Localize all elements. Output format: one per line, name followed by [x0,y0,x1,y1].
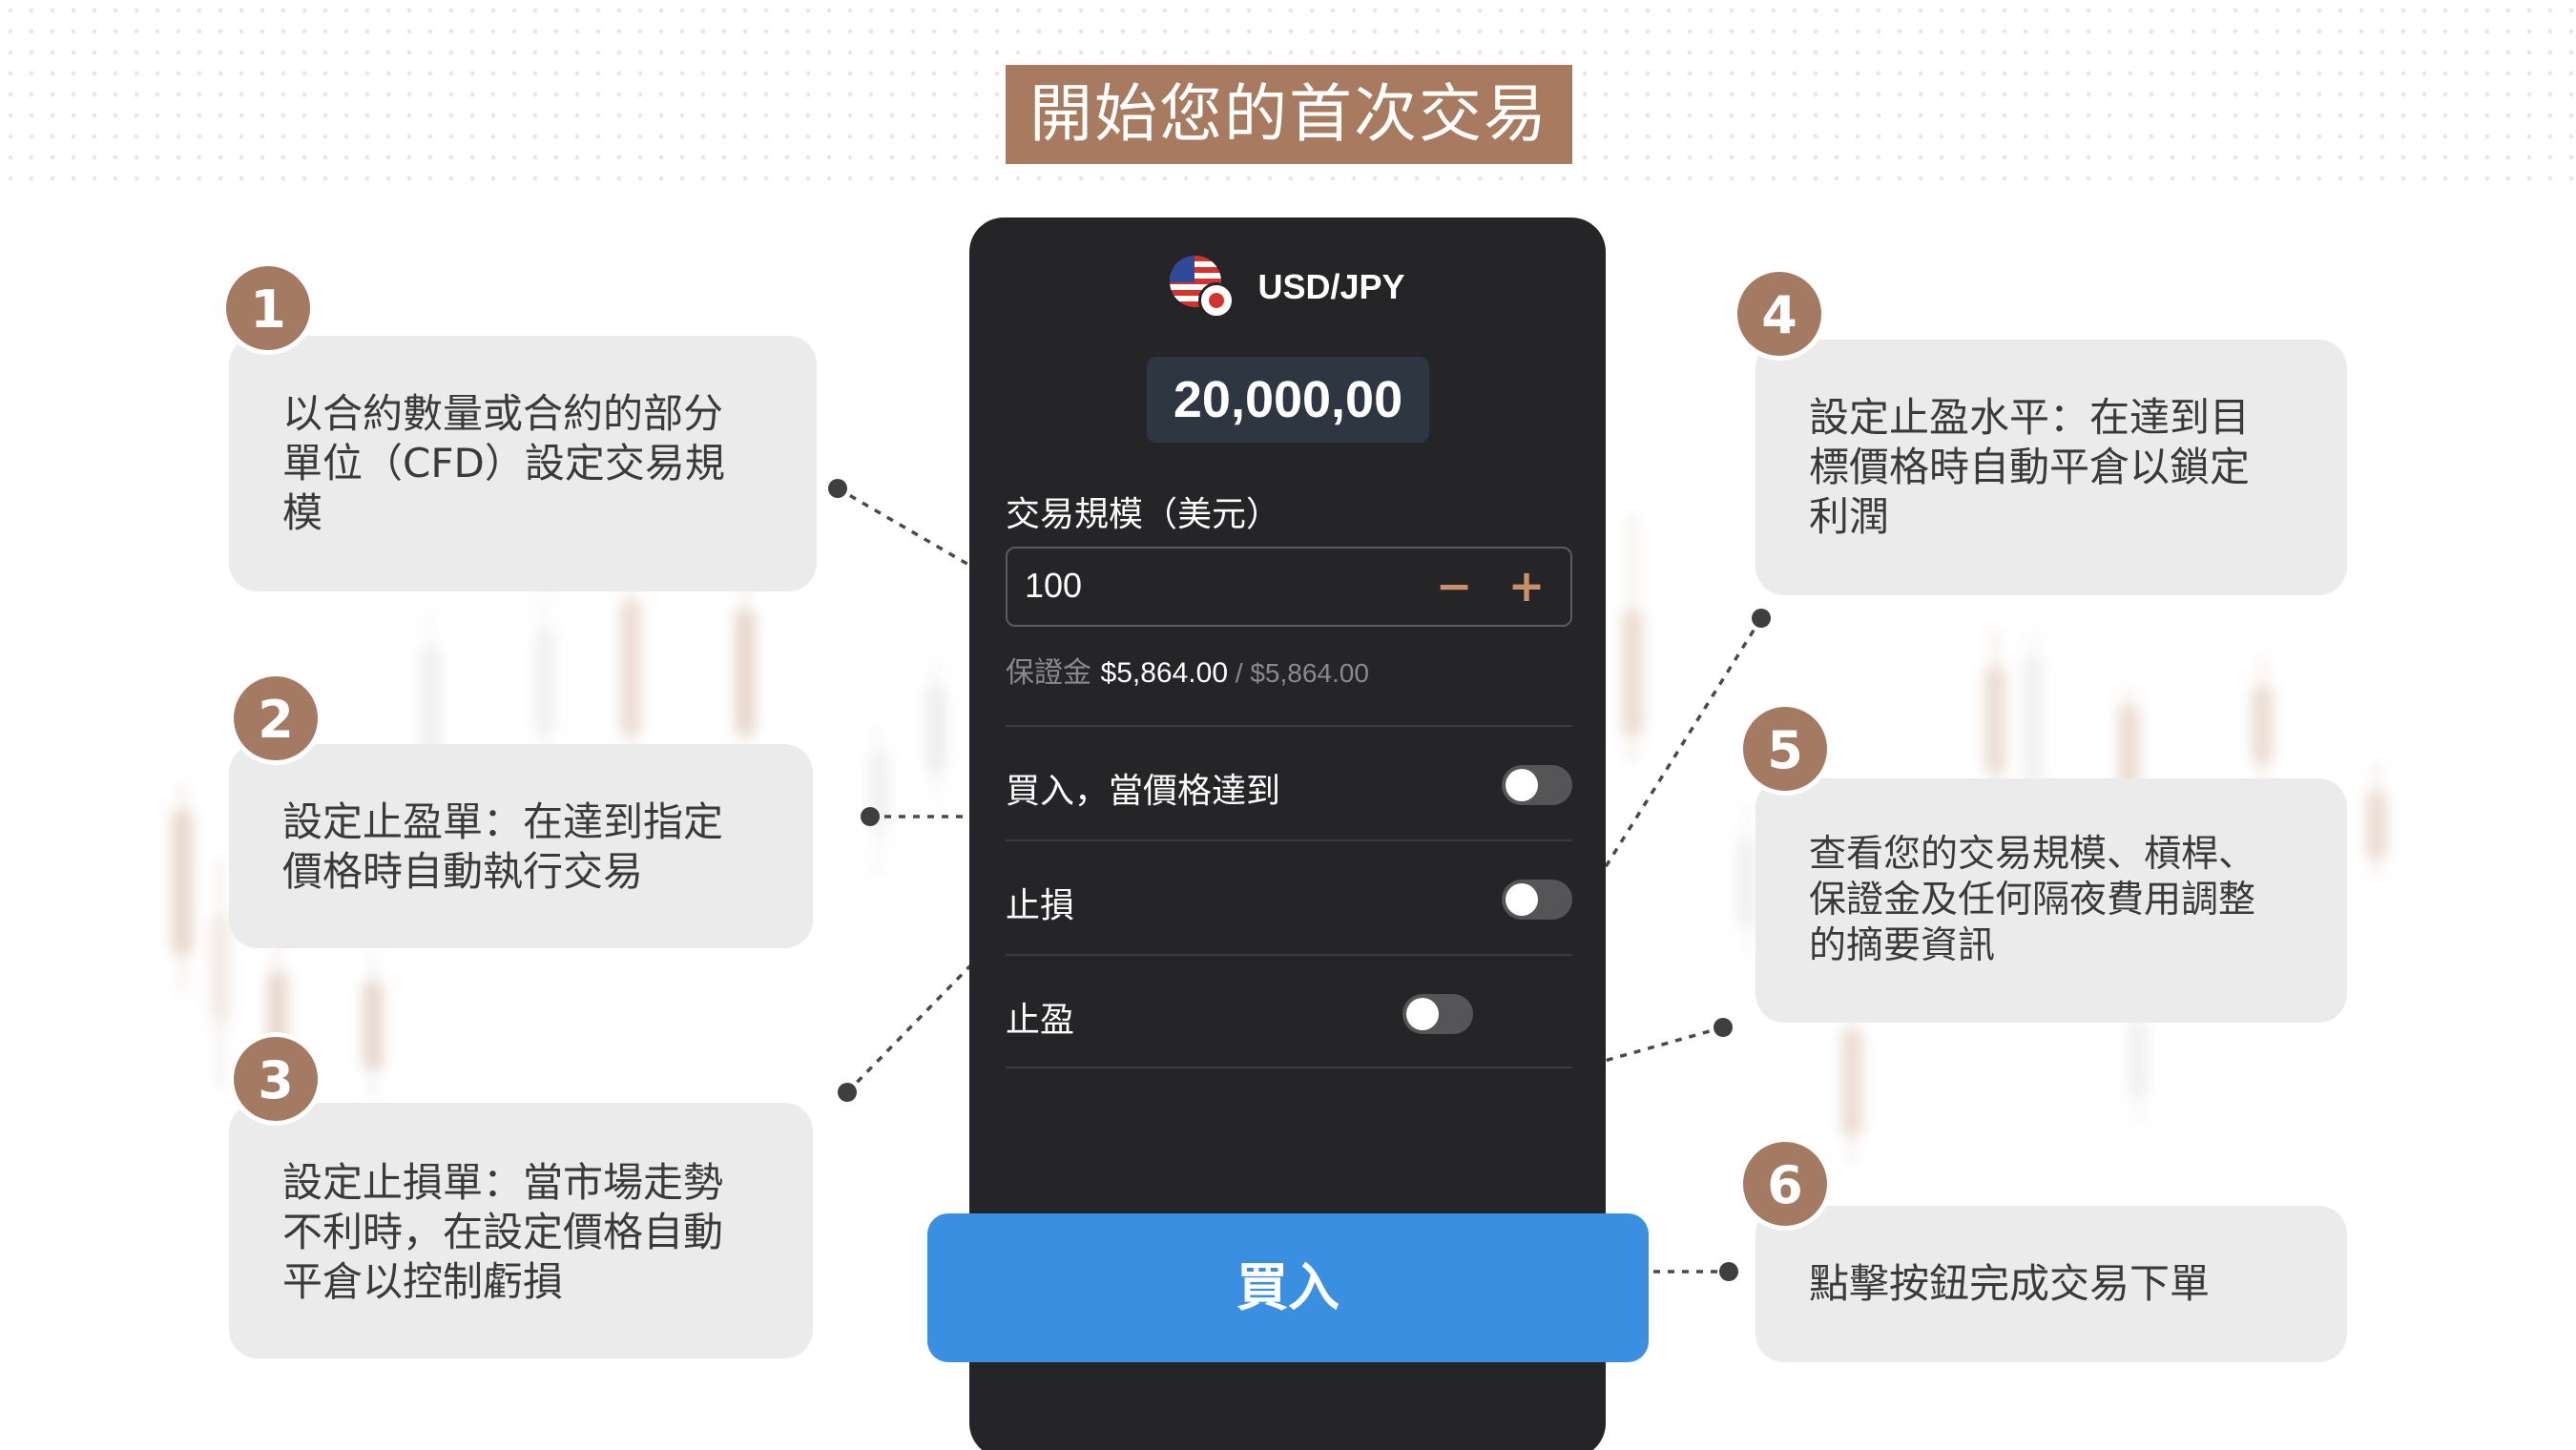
callout-6-line-1: 點擊按鈕完成交易下單 [1809,1260,2211,1307]
callout-2-line-2: 價格時自動執行交易 [282,848,644,895]
stop-loss-toggle[interactable] [1502,880,1572,920]
margin-separator: / [1228,658,1251,688]
callout-card-5: 查看您的交易規模、槓桿、 保證金及任何隔夜費用調整 的摘要資訊 [1755,778,2347,1023]
callout-badge-1: 1 [221,261,315,355]
trade-size-stepper[interactable]: 100 − + [1006,547,1572,627]
trade-size-input[interactable]: 100 [1025,566,1083,605]
usd-jpy-flag-icon [1170,256,1236,319]
callout-card-2: 設定止盈單：在達到指定 價格時自動執行交易 [229,744,813,948]
callout-1-line-3: 模 [282,489,323,536]
callout-badge-5: 5 [1738,702,1832,796]
callout-badge-4: 4 [1733,267,1826,361]
stop-loss-label: 止損 [1006,886,1075,925]
callout-3-line-3: 平倉以控制虧損 [282,1258,564,1305]
take-profit-label: 止盈 [1006,1001,1075,1040]
callout-5-line-3: 的摘要資訊 [1809,924,1996,967]
callout-card-4: 設定止盈水平：在達到目 標價格時自動平倉以鎖定 利潤 [1755,340,2347,595]
callout-1-line-1: 以合約數量或合約的部分 [282,390,724,437]
buy-when-price-label: 買入，當價格達到 [1006,772,1281,811]
callout-card-6: 點擊按鈕完成交易下單 [1755,1206,2347,1362]
callout-1-line-2: 單位（CFD）設定交易規 [282,440,725,487]
margin-label: 保證金 [1006,656,1091,690]
currency-pair-label: USD/JPY [1257,267,1405,306]
callout-badge-2: 2 [229,672,322,765]
margin-value: $5,864.00 [1100,657,1229,689]
margin-max: $5,864.00 [1250,658,1369,688]
callout-2-line-1: 設定止盈單：在達到指定 [282,798,724,845]
callout-4-line-1: 設定止盈水平：在達到目 [1809,394,2251,441]
increase-button[interactable]: + [1507,560,1546,611]
stop-loss-row: 止損 [1006,839,1572,954]
trade-size-label: 交易規模（美元） [1006,495,1281,534]
buy-when-price-toggle[interactable] [1502,765,1572,805]
buy-button[interactable]: 買入 [927,1213,1649,1362]
price-display: 20,000,00 [1147,357,1429,443]
callout-4-line-2: 標價格時自動平倉以鎖定 [1809,444,2251,490]
take-profit-row: 止盈 [1006,954,1572,1068]
callout-3-line-2: 不利時，在設定價格自動 [282,1209,724,1255]
currency-pair-header: USD/JPY [969,256,1606,322]
page-title: 開始您的首次交易 [1006,65,1572,164]
take-profit-toggle[interactable] [1402,994,1473,1034]
callout-badge-6: 6 [1738,1137,1832,1231]
callout-card-3: 設定止損單：當市場走勢 不利時，在設定價格自動 平倉以控制虧損 [229,1103,813,1358]
callout-3-line-1: 設定止損單：當市場走勢 [282,1159,724,1206]
margin-info: 保證金 $5,864.00 / $5,864.00 [1006,649,1369,691]
callout-5-line-1: 查看您的交易規模、槓桿、 [1809,833,2256,876]
callout-5-line-2: 保證金及任何隔夜費用調整 [1809,879,2256,922]
decrease-button[interactable]: − [1435,560,1473,611]
buy-when-price-row: 買入，當價格達到 [1006,725,1572,839]
callout-badge-3: 3 [229,1032,322,1126]
callout-4-line-3: 利潤 [1809,493,1890,540]
japan-flag-icon [1198,282,1236,319]
callout-card-1: 以合約數量或合約的部分 單位（CFD）設定交易規 模 [229,336,817,591]
